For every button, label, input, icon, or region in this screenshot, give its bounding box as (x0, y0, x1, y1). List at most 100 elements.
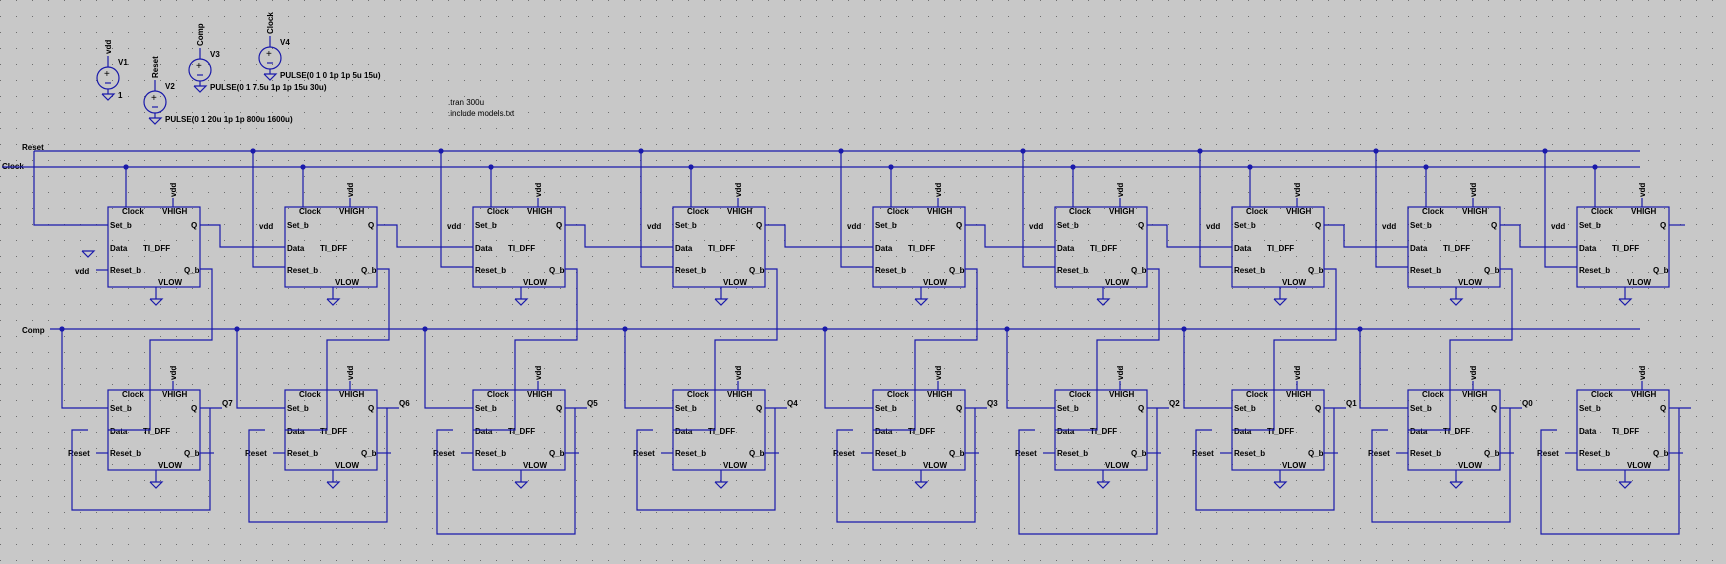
pin-set-b: Set_b (1057, 404, 1079, 413)
pin-vlow: VLOW (723, 461, 747, 470)
pin-q-b: Q_b (361, 449, 377, 458)
pin-data: Data (675, 427, 693, 436)
vdd-label: vdd (847, 222, 861, 231)
junction-dot (688, 164, 694, 170)
vdd-label: vdd (346, 183, 355, 197)
pin-data: Data (1410, 427, 1428, 436)
pin-vhigh: VHIGH (1286, 207, 1312, 216)
ground-symbol (914, 298, 929, 306)
junction-dot (1070, 164, 1076, 170)
pin-clock: Clock (487, 207, 509, 216)
reset-label: Reset (1015, 449, 1037, 458)
ground-symbol (149, 481, 164, 489)
pin-q-b: Q_b (949, 266, 965, 275)
vdd-label: vdd (169, 183, 178, 197)
pin-vhigh: VHIGH (727, 207, 753, 216)
pin-clock: Clock (1246, 207, 1268, 216)
pin-q-b: Q_b (749, 266, 765, 275)
ground-symbol (514, 298, 529, 306)
vdd-label: vdd (1116, 366, 1125, 380)
bus-wires (2, 150, 1640, 330)
pin-q: Q (956, 404, 962, 413)
vdd-label: vdd (734, 183, 743, 197)
directive-include[interactable]: .include models.txt (448, 109, 515, 118)
pin-reset-b: Reset_b (1410, 449, 1441, 458)
ground-symbol (1273, 298, 1288, 306)
directive-tran[interactable]: .tran 300u (448, 98, 484, 107)
pin-vlow: VLOW (1105, 278, 1129, 287)
pin-set-b: Set_b (1057, 221, 1079, 230)
pin-vlow: VLOW (1458, 278, 1482, 287)
pin-q: Q (1315, 404, 1321, 413)
pin-vhigh: VHIGH (1109, 390, 1135, 399)
pin-vhigh: VHIGH (1462, 390, 1488, 399)
pin-vlow: VLOW (923, 461, 947, 470)
pin-clock: Clock (1246, 390, 1268, 399)
pin-vhigh: VHIGH (927, 207, 953, 216)
pin-clock: Clock (887, 207, 909, 216)
source-ref-label: V3 (210, 50, 220, 59)
vdd-label: vdd (534, 183, 543, 197)
junction-dot (622, 326, 628, 332)
vdd-label: vdd (259, 222, 273, 231)
vdd-label: vdd (169, 366, 178, 380)
plus-sign: + (266, 49, 272, 60)
vdd-label: vdd (1382, 222, 1396, 231)
vdd-label: vdd (75, 267, 89, 276)
pin-q-b: Q_b (1653, 266, 1669, 275)
vdd-label: vdd (447, 222, 461, 231)
pin-clock: Clock (122, 390, 144, 399)
pin-reset-b: Reset_b (875, 266, 906, 275)
pin-set-b: Set_b (875, 404, 897, 413)
pin-data: Data (1057, 244, 1075, 253)
vdd-label: vdd (1638, 366, 1647, 380)
pin-clock: Clock (1422, 207, 1444, 216)
vdd-label: vdd (1029, 222, 1043, 231)
pin-set-b: Set_b (675, 404, 697, 413)
source-ref-label: V1 (118, 58, 128, 67)
output-label-q: Q3 (987, 399, 998, 408)
cell-name: TI_DFF (143, 427, 170, 436)
cell-name: TI_DFF (143, 244, 170, 253)
junction-dot (838, 148, 844, 154)
pin-clock: Clock (487, 390, 509, 399)
pin-q: Q (1491, 221, 1497, 230)
cell-name: TI_DFF (1267, 427, 1294, 436)
cell-name: TI_DFF (1443, 427, 1470, 436)
source-value-label: PULSE(0 1 20u 1p 1p 800u 1600u) (165, 115, 293, 124)
cell-name: TI_DFF (320, 244, 347, 253)
output-label-q: Q1 (1346, 399, 1357, 408)
junction-dot (59, 326, 65, 332)
source-ground-symbol (148, 117, 163, 125)
pin-vhigh: VHIGH (527, 207, 553, 216)
pin-q-b: Q_b (361, 266, 377, 275)
ground-symbol (1618, 481, 1633, 489)
pin-vhigh: VHIGH (162, 207, 188, 216)
reset-label: Reset (68, 449, 90, 458)
pin-clock: Clock (1591, 207, 1613, 216)
pin-reset-b: Reset_b (1234, 266, 1265, 275)
pin-vlow: VLOW (1627, 278, 1651, 287)
pin-data: Data (287, 244, 305, 253)
output-label-q: Q2 (1169, 399, 1180, 408)
pin-set-b: Set_b (1234, 221, 1256, 230)
pin-data: Data (110, 244, 128, 253)
